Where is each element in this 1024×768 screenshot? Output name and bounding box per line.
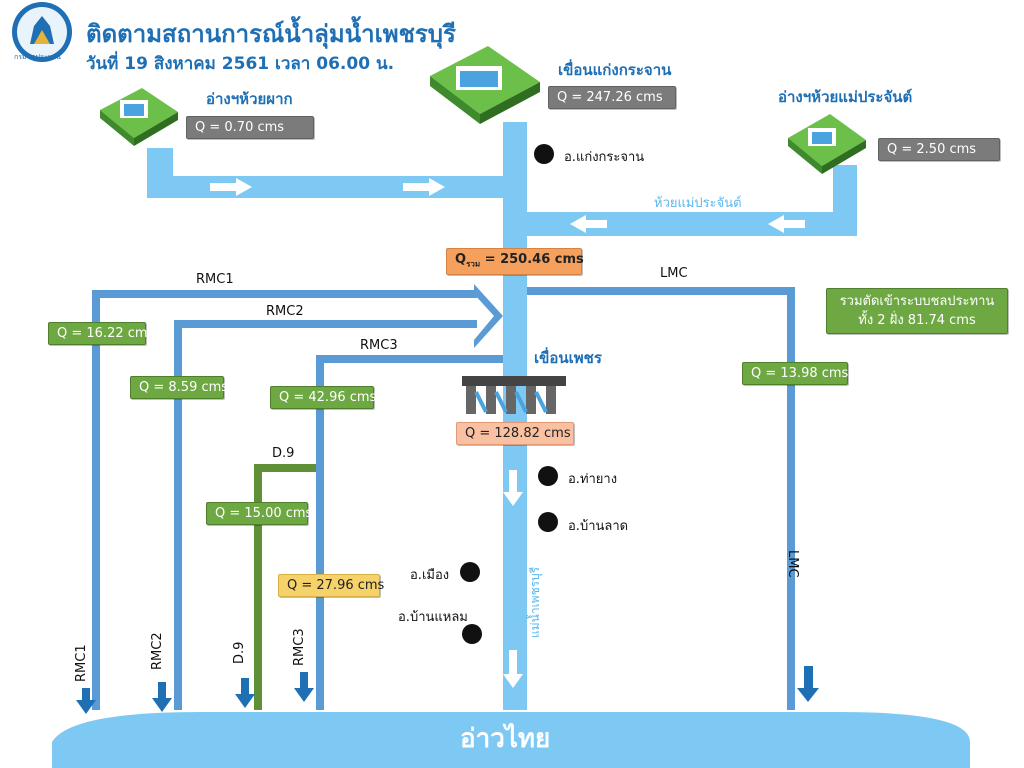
irrigation-summary: รวมตัดเข้าระบบชลประทาน ทั้ง 2 ฝั่ง 81.74…	[826, 288, 1008, 334]
district-dot	[460, 562, 480, 582]
huai-mae-prachan-flow: Q = 2.50 cms	[878, 138, 1000, 161]
rmc2-flow: Q = 8.59 cms	[130, 376, 228, 399]
upper-river	[147, 122, 857, 710]
rmc2-vertical-label: RMC2	[150, 632, 165, 670]
kaeng-krachan-name: เขื่อนแก่งกระจาน	[558, 61, 672, 79]
total-flow-q: Q	[455, 252, 467, 267]
lmc-vertical-label: LMC	[785, 550, 800, 578]
district-dot	[462, 624, 482, 644]
rmc2-label: RMC2	[266, 304, 304, 319]
rmc3-flow: Q = 42.96 cms	[270, 386, 376, 409]
huai-mae-prachan-name: อ่างฯห้วยแม่ประจันต์	[778, 88, 913, 106]
rid-logo	[12, 2, 72, 62]
rmc3-label: RMC3	[360, 338, 398, 353]
flow-arrows-upper	[210, 178, 805, 688]
huai-phak-flow: Q = 0.70 cms	[186, 116, 314, 139]
phet-dam-icon	[462, 376, 566, 414]
rmc1-vertical-label: RMC1	[74, 644, 89, 682]
district-ban-lat: อ.บ้านลาด	[568, 519, 629, 534]
kaeng-krachan-flow: Q = 247.26 cms	[548, 86, 676, 109]
canals	[92, 284, 795, 710]
district-tha-yang: อ.ท่ายาง	[568, 472, 618, 487]
total-flow-sub: รวม	[466, 259, 481, 269]
lmc-label: LMC	[660, 266, 688, 281]
lmc-flow: Q = 13.98 cms	[742, 362, 848, 385]
district-ban-laem: อ.บ้านแหลม	[398, 610, 468, 625]
rmc3-vertical-label: RMC3	[292, 628, 307, 666]
rmc3-lower-flow: Q = 27.96 cms	[278, 574, 384, 597]
kaeng-krachan-dam-icon	[430, 46, 540, 124]
logo-text: กรมชลประทาน	[14, 53, 61, 61]
huai-mae-prachan-stream-label: ห้วยแม่ประจันต์	[654, 196, 742, 211]
summary-line1: รวมตัดเข้าระบบชลประทาน	[839, 294, 995, 309]
district-dot	[538, 466, 558, 486]
phetchaburi-river-label: แม่น้ำเพชรบุรี	[528, 566, 542, 638]
phet-dam-flow: Q = 128.82 cms	[456, 422, 574, 445]
district-kaeng-krachan: อ.แก่งกระจาน	[564, 150, 645, 165]
sea-shape	[52, 712, 970, 768]
rmc1-label: RMC1	[196, 272, 234, 287]
district-dot	[538, 512, 558, 532]
gulf-of-thailand-label: อ่าวไทย	[460, 724, 551, 754]
phet-dam-name: เขื่อนเพชร	[534, 349, 602, 367]
huai-mae-prachan-reservoir-icon	[788, 114, 866, 174]
rmc1-flow: Q = 16.22 cms	[48, 322, 154, 345]
d9-label: D.9	[272, 446, 295, 461]
district-dot	[534, 144, 554, 164]
canal-d9	[254, 464, 316, 710]
outflow-arrows	[76, 666, 819, 714]
d9-flow: Q = 15.00 cms	[206, 502, 312, 525]
report-date: วันที่ 19 สิงหาคม 2561 เวลา 06.00 น.	[86, 54, 395, 74]
total-flow: Qรวม = 250.46 cms	[446, 248, 584, 275]
huai-phak-name: อ่างฯห้วยผาก	[206, 90, 293, 108]
district-mueang: อ.เมือง	[410, 568, 450, 583]
total-flow-value: = 250.46 cms	[480, 252, 584, 267]
summary-line2: ทั้ง 2 ฝั่ง 81.74 cms	[858, 313, 976, 328]
d9-vertical-label: D.9	[232, 641, 247, 664]
huai-phak-reservoir-icon	[100, 88, 178, 146]
page-title: ติดตามสถานการณ์น้ำลุ่มน้ำเพชรบุรี	[86, 20, 456, 48]
